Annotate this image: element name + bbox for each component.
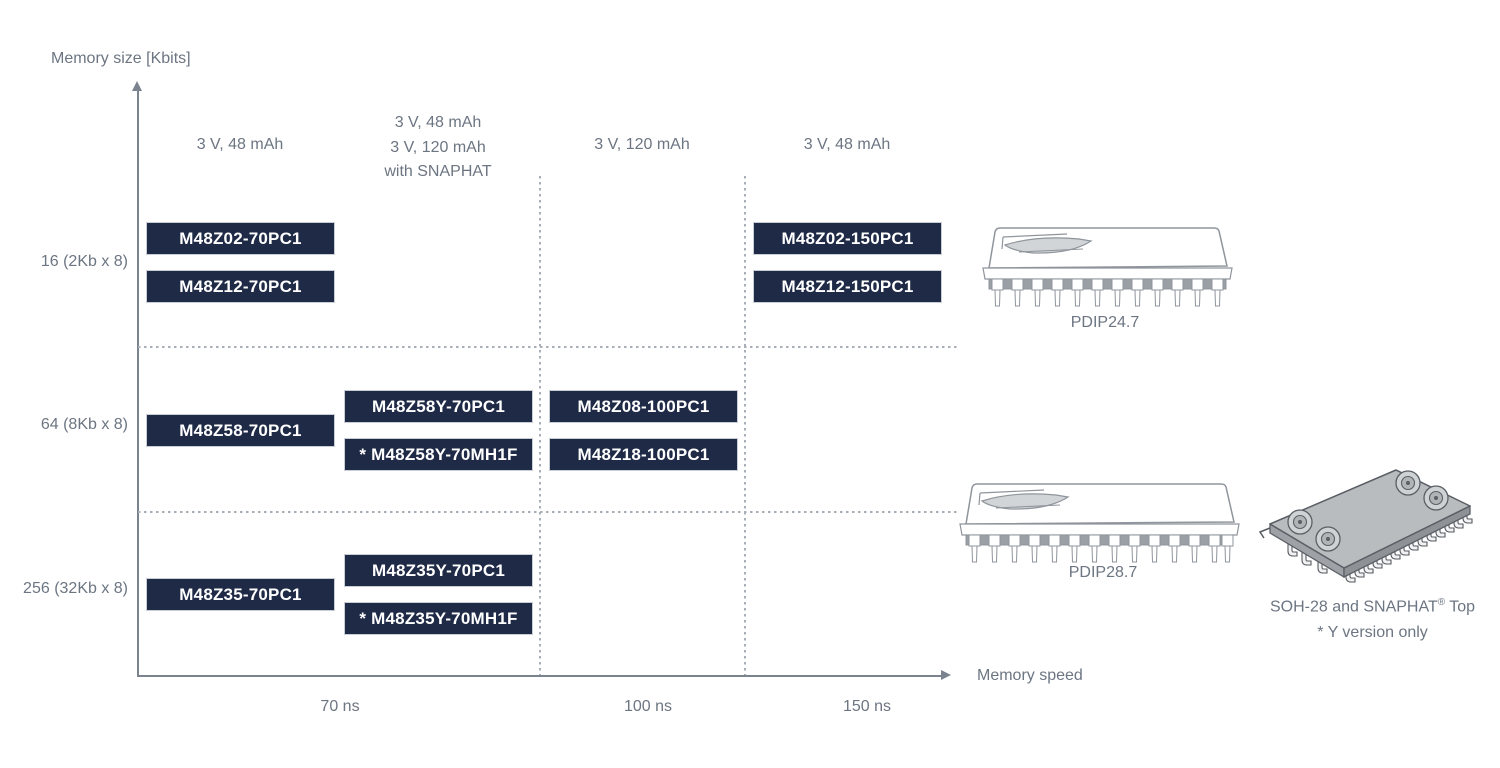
part-box: * M48Z35Y-70MH1F — [344, 602, 533, 635]
part-box: M48Z02-70PC1 — [146, 222, 335, 255]
x-axis-title: Memory speed — [977, 667, 1083, 684]
registered-trademark-icon: ® — [1437, 597, 1446, 608]
column-header-2: 3 V, 48 mAh 3 V, 120 mAh with SNAPHAT — [338, 111, 538, 185]
arrow-right-icon — [941, 670, 951, 680]
x-tick-label-70ns: 70 ns — [320, 698, 360, 715]
part-box: M48Z12-150PC1 — [753, 270, 942, 303]
part-box: M48Z58Y-70PC1 — [344, 390, 533, 423]
grid-vertical-divider-1 — [539, 176, 541, 675]
y-tick-label-64: 64 (8Kb x 8) — [40, 416, 128, 433]
part-box: M48Z12-70PC1 — [146, 270, 335, 303]
grid-horizontal-divider-1 — [138, 346, 958, 348]
pdip24-package-label: PDIP24.7 — [1070, 314, 1140, 331]
y-axis-title: Memory size [Kbits] — [51, 50, 191, 67]
soh28-package-label: SOH-28 and SNAPHAT® Top — [1250, 597, 1495, 616]
part-box: M48Z58-70PC1 — [146, 414, 335, 447]
x-tick-label-150ns: 150 ns — [842, 698, 892, 715]
part-box: * M48Z58Y-70MH1F — [344, 438, 533, 471]
part-box: M48Z18-100PC1 — [549, 438, 738, 471]
column-header-2-line1: 3 V, 48 mAh — [394, 114, 482, 131]
column-header-4: 3 V, 48 mAh — [803, 136, 891, 153]
soh28-snaphat-package-illustration — [1258, 469, 1473, 583]
part-box: M48Z02-150PC1 — [753, 222, 942, 255]
y-tick-label-16: 16 (2Kb x 8) — [40, 253, 128, 270]
y-tick-label-256: 256 (32Kb x 8) — [23, 580, 128, 597]
x-tick-label-100ns: 100 ns — [623, 698, 673, 715]
pdip24-package-illustration — [982, 227, 1233, 307]
x-axis-line — [137, 675, 941, 677]
soh28-label-suffix: Top — [1445, 598, 1476, 616]
part-box: M48Z35-70PC1 — [146, 578, 335, 611]
grid-horizontal-divider-2 — [138, 511, 958, 513]
y-axis-line — [137, 91, 139, 676]
soh28-label-main: SOH-28 and SNAPHAT — [1269, 598, 1438, 616]
grid-vertical-divider-2 — [744, 176, 746, 675]
soh28-package-note: * Y version only — [1317, 624, 1428, 641]
pdip28-package-label: PDIP28.7 — [1068, 564, 1138, 581]
column-header-3: 3 V, 120 mAh — [594, 136, 690, 153]
pdip28-package-illustration — [959, 483, 1240, 563]
part-box: M48Z35Y-70PC1 — [344, 554, 533, 587]
column-header-2-line3: with SNAPHAT — [384, 163, 492, 180]
column-header-2-line2: 3 V, 120 mAh — [390, 138, 486, 156]
part-box: M48Z08-100PC1 — [549, 390, 738, 423]
column-header-1: 3 V, 48 mAh — [196, 136, 284, 153]
arrow-up-icon — [132, 81, 142, 91]
